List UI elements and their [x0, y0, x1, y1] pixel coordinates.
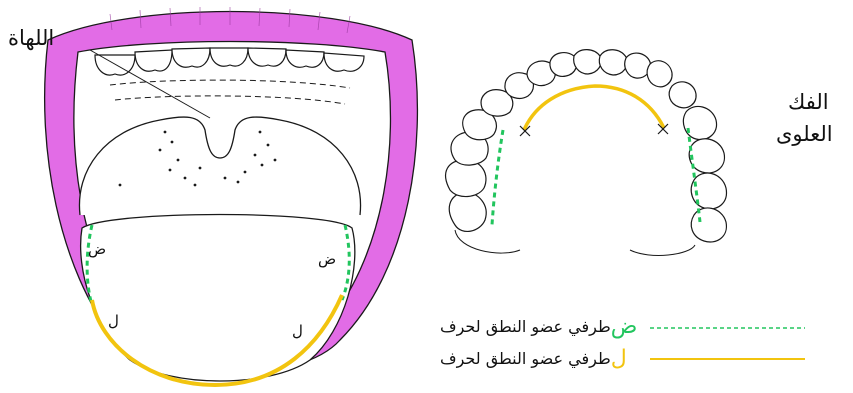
tongue [81, 215, 355, 382]
legend-dad-text: طرفي عضو النطق لحرف [440, 317, 611, 336]
upper-jaw [446, 50, 727, 242]
lam-label-right: ل [292, 322, 303, 340]
dad-label-left: ض [88, 240, 106, 258]
lam-label-left: ل [108, 312, 119, 330]
dad-label-right: ض [318, 250, 336, 268]
upper-jaw-label-line1: الفك [788, 90, 829, 114]
legend-item-dad: ض طرفي عضو النطق لحرف [440, 314, 639, 339]
legend-dad-letter: ض [611, 314, 638, 339]
palate-lines [110, 80, 350, 104]
legend-lam-letter: ل [611, 346, 627, 371]
upper-teeth [95, 48, 364, 75]
uvula-region [79, 117, 360, 215]
jaw-lam-line [524, 86, 664, 130]
legend-lam-text: طرفي عضو النطق لحرف [440, 349, 611, 368]
upper-jaw-label-line2: العلوى [776, 122, 833, 146]
jaw-outline [455, 230, 695, 255]
x-marks [520, 124, 668, 136]
jaw-dad-line-left [492, 130, 503, 225]
palate-label: اللهاة [8, 26, 54, 50]
legend-item-lam: ل طرفي عضو النطق لحرف [440, 346, 629, 371]
